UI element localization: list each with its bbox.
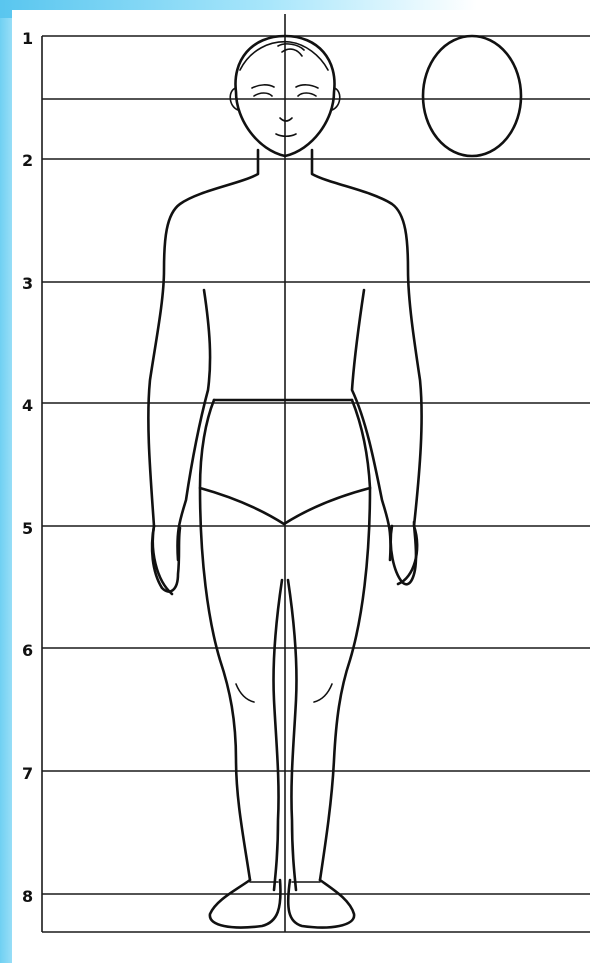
figure-leg-left	[200, 488, 250, 880]
figure-inner-leg-right	[288, 580, 297, 890]
figure-knee-left	[236, 684, 254, 702]
figure-eye-left	[254, 93, 272, 96]
scale-label-3: 3	[22, 274, 33, 293]
scale-label-2: 2	[22, 151, 33, 170]
figure-mouth	[276, 134, 296, 136]
head-oval-reference	[423, 36, 521, 156]
scale-label-7: 7	[22, 764, 33, 783]
scale-label-5: 5	[22, 519, 33, 538]
figure-eye-right	[298, 93, 316, 96]
scale-label-8: 8	[22, 887, 33, 906]
figure-foot-right	[288, 880, 354, 928]
proportion-lines	[42, 14, 590, 932]
figure-inner-leg-left	[273, 580, 282, 890]
scale-labels: 1 2 3 4 5 6 7 8	[22, 29, 33, 906]
scale-label-1: 1	[22, 29, 33, 48]
figure-brow-left	[252, 85, 274, 88]
figure-knee-right	[314, 684, 332, 702]
figure-leg-right	[320, 488, 370, 880]
figure-inner-arm-right	[352, 290, 391, 560]
figure-hand-left	[152, 526, 180, 592]
figure-hand-right	[391, 522, 416, 584]
figure-brow-right	[296, 85, 318, 88]
scale-label-4: 4	[22, 396, 33, 415]
figure-nose	[280, 118, 292, 121]
scale-label-6: 6	[22, 641, 33, 660]
figure-foot-left	[210, 880, 281, 928]
